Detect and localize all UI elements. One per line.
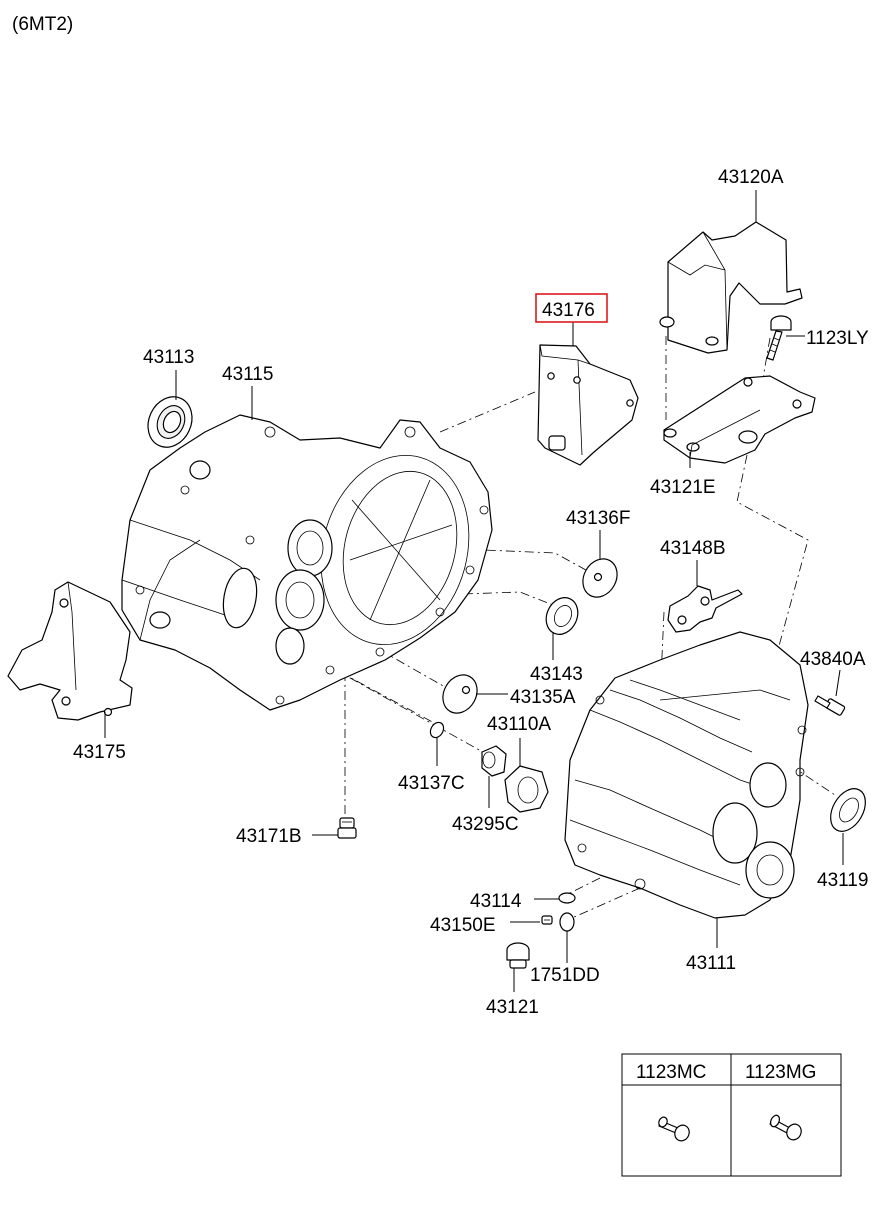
callout-43135a[interactable]: 43135A bbox=[510, 687, 576, 708]
table-header-1123mc[interactable]: 1123MC bbox=[636, 1062, 706, 1083]
bolt-1123mg-icon bbox=[769, 1114, 802, 1141]
bracket-43120a-drawing bbox=[659, 221, 803, 354]
callout-43121e[interactable]: 43121E bbox=[650, 477, 716, 498]
callout-43150e[interactable]: 43150E bbox=[430, 915, 496, 936]
bolt-1123mc-icon bbox=[658, 1116, 690, 1142]
callout-43110a[interactable]: 43110A bbox=[487, 714, 551, 735]
callout-labels: 43120A 43176 1123LY 43113 43115 43121E 4… bbox=[73, 167, 869, 1018]
case-43111-drawing bbox=[564, 631, 809, 919]
callout-43295c[interactable]: 43295C bbox=[452, 814, 519, 835]
bracket-43176-drawing bbox=[537, 344, 639, 466]
callout-43136f[interactable]: 43136F bbox=[566, 508, 630, 529]
callout-43113[interactable]: 43113 bbox=[143, 347, 194, 368]
housing-43115-drawing bbox=[121, 414, 493, 711]
callout-43120a[interactable]: 43120A bbox=[718, 167, 784, 188]
variant-title: (6MT2) bbox=[12, 14, 73, 35]
bracket-43175-drawing bbox=[7, 581, 133, 721]
callout-43175[interactable]: 43175 bbox=[73, 742, 126, 763]
fastener-table: 1123MC 1123MG bbox=[621, 1053, 842, 1177]
callout-43121[interactable]: 43121 bbox=[486, 997, 539, 1018]
callout-43114[interactable]: 43114 bbox=[470, 891, 522, 912]
callout-43119[interactable]: 43119 bbox=[817, 870, 868, 891]
callout-43148b[interactable]: 43148B bbox=[660, 538, 726, 559]
callout-43143[interactable]: 43143 bbox=[530, 664, 583, 685]
callout-43176[interactable]: 43176 bbox=[542, 300, 595, 321]
callout-43115[interactable]: 43115 bbox=[222, 364, 273, 385]
callout-43111[interactable]: 43111 bbox=[686, 953, 736, 974]
callout-43171b[interactable]: 43171B bbox=[236, 826, 302, 847]
bracket-43121e-drawing bbox=[663, 375, 816, 464]
callout-1751dd[interactable]: 1751DD bbox=[530, 965, 600, 986]
table-header-1123mg[interactable]: 1123MG bbox=[745, 1062, 816, 1083]
bolt-1123ly-drawing bbox=[766, 315, 792, 361]
callout-43137c[interactable]: 43137C bbox=[398, 773, 465, 794]
small-parts bbox=[337, 558, 866, 969]
leader-lines bbox=[104, 190, 844, 992]
callout-1123ly[interactable]: 1123LY bbox=[806, 328, 869, 349]
seal-43113-drawing bbox=[147, 396, 193, 448]
highlight-box-43176 bbox=[535, 293, 608, 323]
callout-43840a[interactable]: 43840A bbox=[800, 649, 866, 670]
